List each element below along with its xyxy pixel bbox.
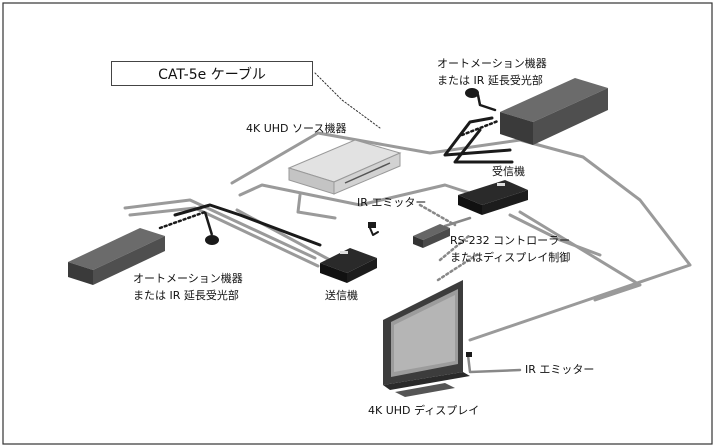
ir-emitter-lower-cable	[466, 353, 522, 374]
source-device	[287, 139, 402, 195]
label-automation-top-line2: または IR 延長受光部	[437, 74, 543, 87]
rs232-cable	[443, 216, 472, 228]
label-automation-left-line2: または IR 延長受光部	[133, 289, 239, 302]
label-rs232-line1: RS-232 コントローラー	[450, 234, 571, 247]
dotted-cable-left	[158, 210, 207, 230]
dotted-cable-display	[438, 233, 472, 262]
label-automation-top-line1: オートメーション機器	[437, 57, 547, 70]
dotted-cable-top	[460, 119, 500, 137]
automation-device-top	[500, 78, 608, 145]
label-rs232-line2: またはディスプレイ制御	[450, 251, 571, 264]
label-ir-emitter-upper: IR エミッター	[357, 196, 427, 209]
label-automation-left-line1: オートメーション機器	[133, 272, 243, 285]
display-device	[383, 280, 470, 397]
label-rs232: RS-232 コントローラー またはディスプレイ制御	[450, 232, 570, 266]
cable-title-box: CAT-5e ケーブル	[111, 61, 313, 86]
title-leader-line	[314, 72, 381, 129]
label-automation-left: オートメーション機器 または IR 延長受光部	[133, 270, 243, 304]
label-receiver: 受信機	[492, 165, 525, 178]
dotted-cable-ir	[418, 203, 457, 227]
label-source: 4K UHD ソース機器	[246, 122, 347, 135]
receiver-automation-cable	[443, 116, 512, 157]
cat5e-cable-main-2	[238, 183, 484, 207]
cable-receiver-right	[518, 210, 642, 302]
receiver-device	[458, 180, 528, 215]
cable-receiver-display	[508, 213, 602, 257]
dotted-cable-display-2	[436, 252, 480, 282]
ir-emitter-upper-icon	[368, 222, 376, 228]
cable-transmitter-left	[123, 198, 317, 260]
ir-receiver-left-cord	[203, 211, 214, 236]
label-display: 4K UHD ディスプレイ	[368, 404, 480, 417]
ir-receiver-left-icon	[205, 235, 219, 245]
receiver-automation-cable-2	[453, 128, 514, 164]
transmitter-device	[320, 248, 377, 283]
transmitter-black-cable	[173, 203, 322, 247]
ir-emitter-lower-icon	[466, 352, 472, 357]
label-automation-top: オートメーション機器 または IR 延長受光部	[437, 55, 547, 89]
rs232-controller	[413, 224, 450, 248]
cat5e-cable-main-1	[230, 131, 692, 342]
cable-source-down	[296, 193, 337, 220]
ir-emitter-upper-cord	[369, 227, 379, 236]
label-transmitter: 送信機	[325, 289, 358, 302]
label-ir-emitter-lower: IR エミッター	[525, 363, 595, 376]
ir-receiver-top-icon	[465, 88, 479, 98]
automation-device-left	[68, 228, 165, 285]
